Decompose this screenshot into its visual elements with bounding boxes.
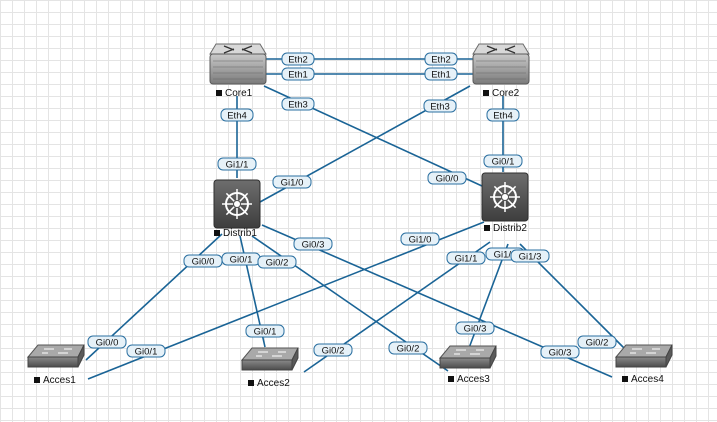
distribution-switch-icon[interactable] — [481, 172, 529, 222]
port-badge: Eth1 — [281, 67, 315, 81]
port-label: Gi0/1 — [492, 156, 515, 167]
port-badge: Gi0/1 — [126, 344, 166, 358]
port-badge: Gi0/2 — [257, 255, 297, 269]
distribution-switch-icon[interactable] — [213, 179, 261, 229]
port-label: Eth2 — [288, 54, 308, 65]
device-distrib1[interactable]: Distrib1 — [213, 179, 261, 239]
access-switch-icon[interactable] — [240, 347, 299, 371]
port-label: Gi0/2 — [322, 345, 345, 356]
port-label: Gi1/1 — [455, 253, 478, 264]
device-label: Distrib1 — [223, 228, 257, 239]
device-label: Core2 — [492, 88, 520, 99]
links-layer — [85, 58, 627, 380]
device-label: Acces3 — [457, 374, 490, 385]
device-label: Acces4 — [631, 374, 664, 385]
port-badge: Gi1/0 — [400, 232, 440, 246]
port-label: Eth4 — [227, 110, 247, 121]
device-bullet-icon — [484, 225, 490, 231]
core-switch-icon[interactable] — [472, 43, 530, 85]
device-acces4[interactable]: Acces4 — [614, 344, 673, 385]
device-label: Core1 — [225, 88, 253, 99]
port-badge: Gi0/0 — [183, 254, 223, 268]
port-badge: Gi0/1 — [221, 252, 261, 266]
device-bullet-icon — [448, 376, 454, 382]
port-label: Gi1/3 — [519, 251, 542, 262]
port-label: Gi0/1 — [254, 326, 277, 337]
port-badge: Gi0/0 — [427, 171, 467, 185]
access-switch-icon[interactable] — [438, 345, 497, 369]
port-label: Gi0/1 — [135, 346, 158, 357]
device-core2[interactable]: Core2 — [472, 43, 530, 99]
device-label: Acces1 — [43, 375, 76, 386]
port-badge: Eth2 — [281, 52, 315, 66]
port-badge: Gi1/0 — [272, 175, 312, 189]
port-badge: Gi0/3 — [293, 237, 333, 251]
port-label: Gi0/1 — [230, 254, 253, 265]
device-acces1[interactable]: Acces1 — [26, 344, 85, 386]
access-switch-icon[interactable] — [614, 344, 673, 368]
port-label: Eth1 — [288, 69, 308, 80]
port-label: Eth3 — [430, 101, 450, 112]
port-label: Gi1/0 — [281, 177, 304, 188]
port-label: Gi1/0 — [409, 234, 432, 245]
device-bullet-icon — [622, 376, 628, 382]
port-badge: Gi0/3 — [455, 321, 495, 335]
device-bullet-icon — [248, 380, 254, 386]
device-acces3[interactable]: Acces3 — [438, 345, 497, 385]
port-label: Gi0/3 — [302, 239, 325, 250]
device-label: Distrib2 — [493, 223, 527, 234]
port-label: Gi0/2 — [266, 257, 289, 268]
port-badge: Gi0/1 — [245, 324, 285, 338]
device-bullet-icon — [216, 90, 222, 96]
port-badge: Gi1/3 — [510, 249, 550, 263]
core-switch-icon[interactable] — [209, 43, 267, 85]
port-badge: Eth3 — [281, 97, 315, 111]
port-badge: Eth3 — [423, 99, 457, 113]
port-label: Gi0/0 — [192, 256, 215, 267]
port-label: Eth2 — [431, 54, 451, 65]
port-label: Gi0/2 — [586, 337, 609, 348]
device-bullet-icon — [483, 90, 489, 96]
port-badge: Gi0/2 — [313, 343, 353, 357]
port-badge: Eth2 — [424, 52, 458, 66]
port-badge: Gi0/2 — [388, 341, 428, 355]
port-badge: Gi0/0 — [87, 335, 127, 349]
port-badge: Gi1/1 — [446, 251, 486, 265]
device-distrib2[interactable]: Distrib2 — [481, 172, 529, 234]
device-acces2[interactable]: Acces2 — [240, 347, 299, 389]
port-badge: Eth4 — [220, 108, 254, 122]
port-badge: Gi0/2 — [577, 335, 617, 349]
port-label: Gi0/3 — [549, 347, 572, 358]
port-badge: Gi1/1 — [217, 157, 257, 171]
port-label: Eth4 — [493, 110, 513, 121]
port-label: Gi0/2 — [397, 343, 420, 354]
port-badge: Gi0/3 — [540, 345, 580, 359]
device-core1[interactable]: Core1 — [209, 43, 267, 99]
device-bullet-icon — [214, 230, 220, 236]
port-label: Gi1/1 — [226, 159, 249, 170]
port-badge: Gi0/1 — [483, 154, 523, 168]
port-label: Gi0/0 — [96, 337, 119, 348]
port-label: Gi1/2 — [494, 249, 517, 260]
port-label: Eth1 — [431, 69, 451, 80]
device-label: Acces2 — [257, 378, 290, 389]
port-badge: Eth4 — [486, 108, 520, 122]
port-label: Gi0/0 — [436, 173, 459, 184]
access-switch-icon[interactable] — [26, 344, 85, 368]
port-badge: Eth1 — [424, 67, 458, 81]
port-label: Gi0/3 — [464, 323, 487, 334]
device-bullet-icon — [34, 377, 40, 383]
port-label: Eth3 — [288, 99, 308, 110]
